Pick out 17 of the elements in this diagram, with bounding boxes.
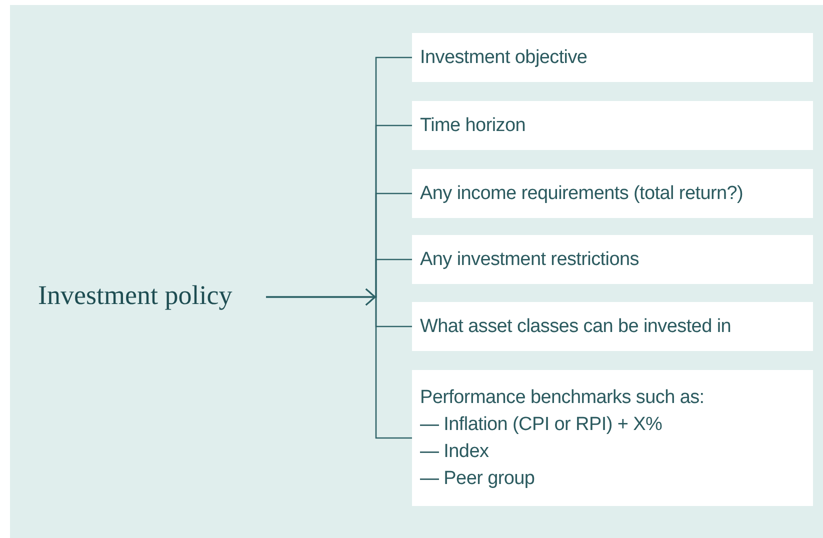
item-text: — Index bbox=[420, 440, 490, 464]
text-card bbox=[412, 33, 813, 82]
item-text: Investment objective bbox=[420, 46, 588, 70]
item-text: Any income requirements (total return?) bbox=[420, 182, 744, 206]
text-card bbox=[412, 169, 813, 218]
item-text: What asset classes can be invested in bbox=[420, 315, 732, 339]
connector-arrow bbox=[265, 288, 413, 439]
text-card bbox=[412, 302, 813, 351]
item-text: Time horizon bbox=[420, 114, 527, 138]
text-card bbox=[412, 370, 813, 506]
heading-text: Investment policy bbox=[38, 276, 253, 314]
item-text: Performance benchmarks such as: bbox=[420, 386, 706, 410]
text-card bbox=[412, 101, 813, 150]
item-text: Any investment restrictions bbox=[420, 248, 640, 272]
text-card bbox=[412, 235, 813, 284]
item-text: — Inflation (CPI or RPI) + X% bbox=[420, 413, 664, 437]
item-text: — Peer group bbox=[420, 467, 536, 491]
